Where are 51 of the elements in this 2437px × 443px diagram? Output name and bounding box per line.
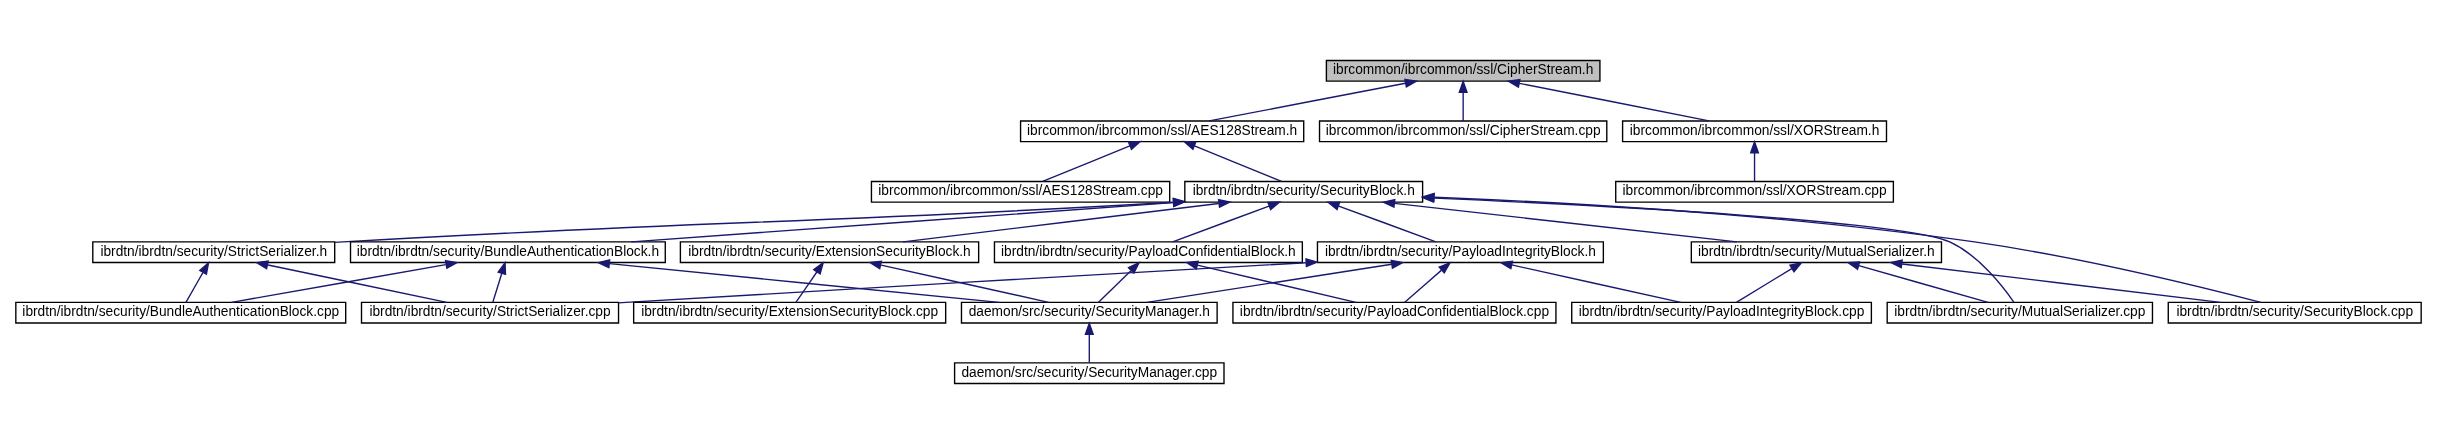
- arrow: [1326, 200, 1437, 243]
- arrow: [630, 197, 1187, 243]
- arrow: [1184, 260, 1357, 303]
- arrow: [596, 258, 1000, 303]
- node-box: ibrdtn/ibrdtn/security/PayloadIntegrityBlock.cpp: [1571, 301, 1873, 324]
- arrow: [795, 260, 825, 303]
- node-box: ibrdtn/ibrdtn/security/SecurityBlock.h: [1184, 180, 1424, 203]
- arrow: [1506, 78, 1710, 122]
- node-box: ibrcommon/ibrcommon/ssl/CipherStream.h: [1325, 59, 1601, 82]
- node-box: ibrcommon/ibrcommon/ssl/CipherStream.cpp: [1318, 119, 1608, 142]
- arrow: [1146, 259, 1405, 303]
- arrow: [1498, 259, 1682, 303]
- node-box: ibrdtn/ibrdtn/security/MutualSerializer.h: [1690, 240, 1943, 263]
- node-box: ibrcommon/ibrcommon/ssl/XORStream.h: [1621, 119, 1888, 142]
- node-box: ibrdtn/ibrdtn/security/StrictSerializer.h: [92, 240, 336, 263]
- node-box: ibrcommon/ibrcommon/ssl/AES128Stream.cpp: [870, 180, 1171, 203]
- node-box: ibrdtn/ibrdtn/security/MutualSerializer.cpp: [1886, 301, 2154, 324]
- arrow: [1172, 200, 1282, 243]
- arrow: [1381, 198, 1738, 243]
- node-box: ibrcommon/ibrcommon/ssl/XORStream.cpp: [1615, 180, 1895, 203]
- arrow: [1208, 78, 1419, 122]
- node-box: daemon/src/security/SecurityManager.cpp: [953, 361, 1225, 384]
- arrow: [254, 259, 448, 303]
- arrow: [902, 198, 1233, 243]
- arrow: [1182, 140, 1283, 182]
- node-box: ibrdtn/ibrdtn/security/ExtensionSecurityBlock.cpp: [632, 301, 947, 324]
- node-box: ibrdtn/ibrdtn/security/BundleAuthenticationBlock.cpp: [15, 301, 347, 324]
- arrow: [1888, 258, 2222, 303]
- node-box: daemon/src/security/SecurityManager.h: [960, 301, 1218, 324]
- node-box: ibrdtn/ibrdtn/security/PayloadConfidentialBlock.h: [993, 240, 1304, 263]
- node-box: ibrdtn/ibrdtn/security/BundleAuthenticationBlock.h: [349, 240, 666, 263]
- arrow: [1458, 78, 1468, 122]
- arrow: [1042, 140, 1143, 182]
- node-box: ibrcommon/ibrcommon/ssl/AES128Stream.h: [1019, 119, 1305, 142]
- node-box: ibrdtn/ibrdtn/security/PayloadConfidentialBlock.cpp: [1232, 301, 1557, 324]
- arrow: [1845, 260, 1989, 303]
- node-box: ibrdtn/ibrdtn/security/SecurityBlock.cpp: [2167, 301, 2422, 324]
- arrow: [1097, 260, 1141, 303]
- arrow: [492, 260, 507, 303]
- arrow: [1404, 260, 1452, 303]
- node-box: ibrdtn/ibrdtn/security/ExtensionSecurityBlock.h: [679, 240, 980, 263]
- arrow: [230, 259, 460, 303]
- node-box: ibrdtn/ibrdtn/security/StrictSerializer.cpp: [360, 301, 620, 324]
- arrow: [1084, 320, 1095, 363]
- node-box: ibrdtn/ibrdtn/security/PayloadIntegrityBlock.h: [1316, 240, 1605, 263]
- arrow: [1749, 139, 1760, 182]
- arrow: [334, 197, 1187, 243]
- arrow: [867, 259, 1050, 303]
- arrow: [617, 257, 1320, 304]
- arrow: [1735, 261, 1804, 303]
- arrow: [185, 260, 210, 303]
